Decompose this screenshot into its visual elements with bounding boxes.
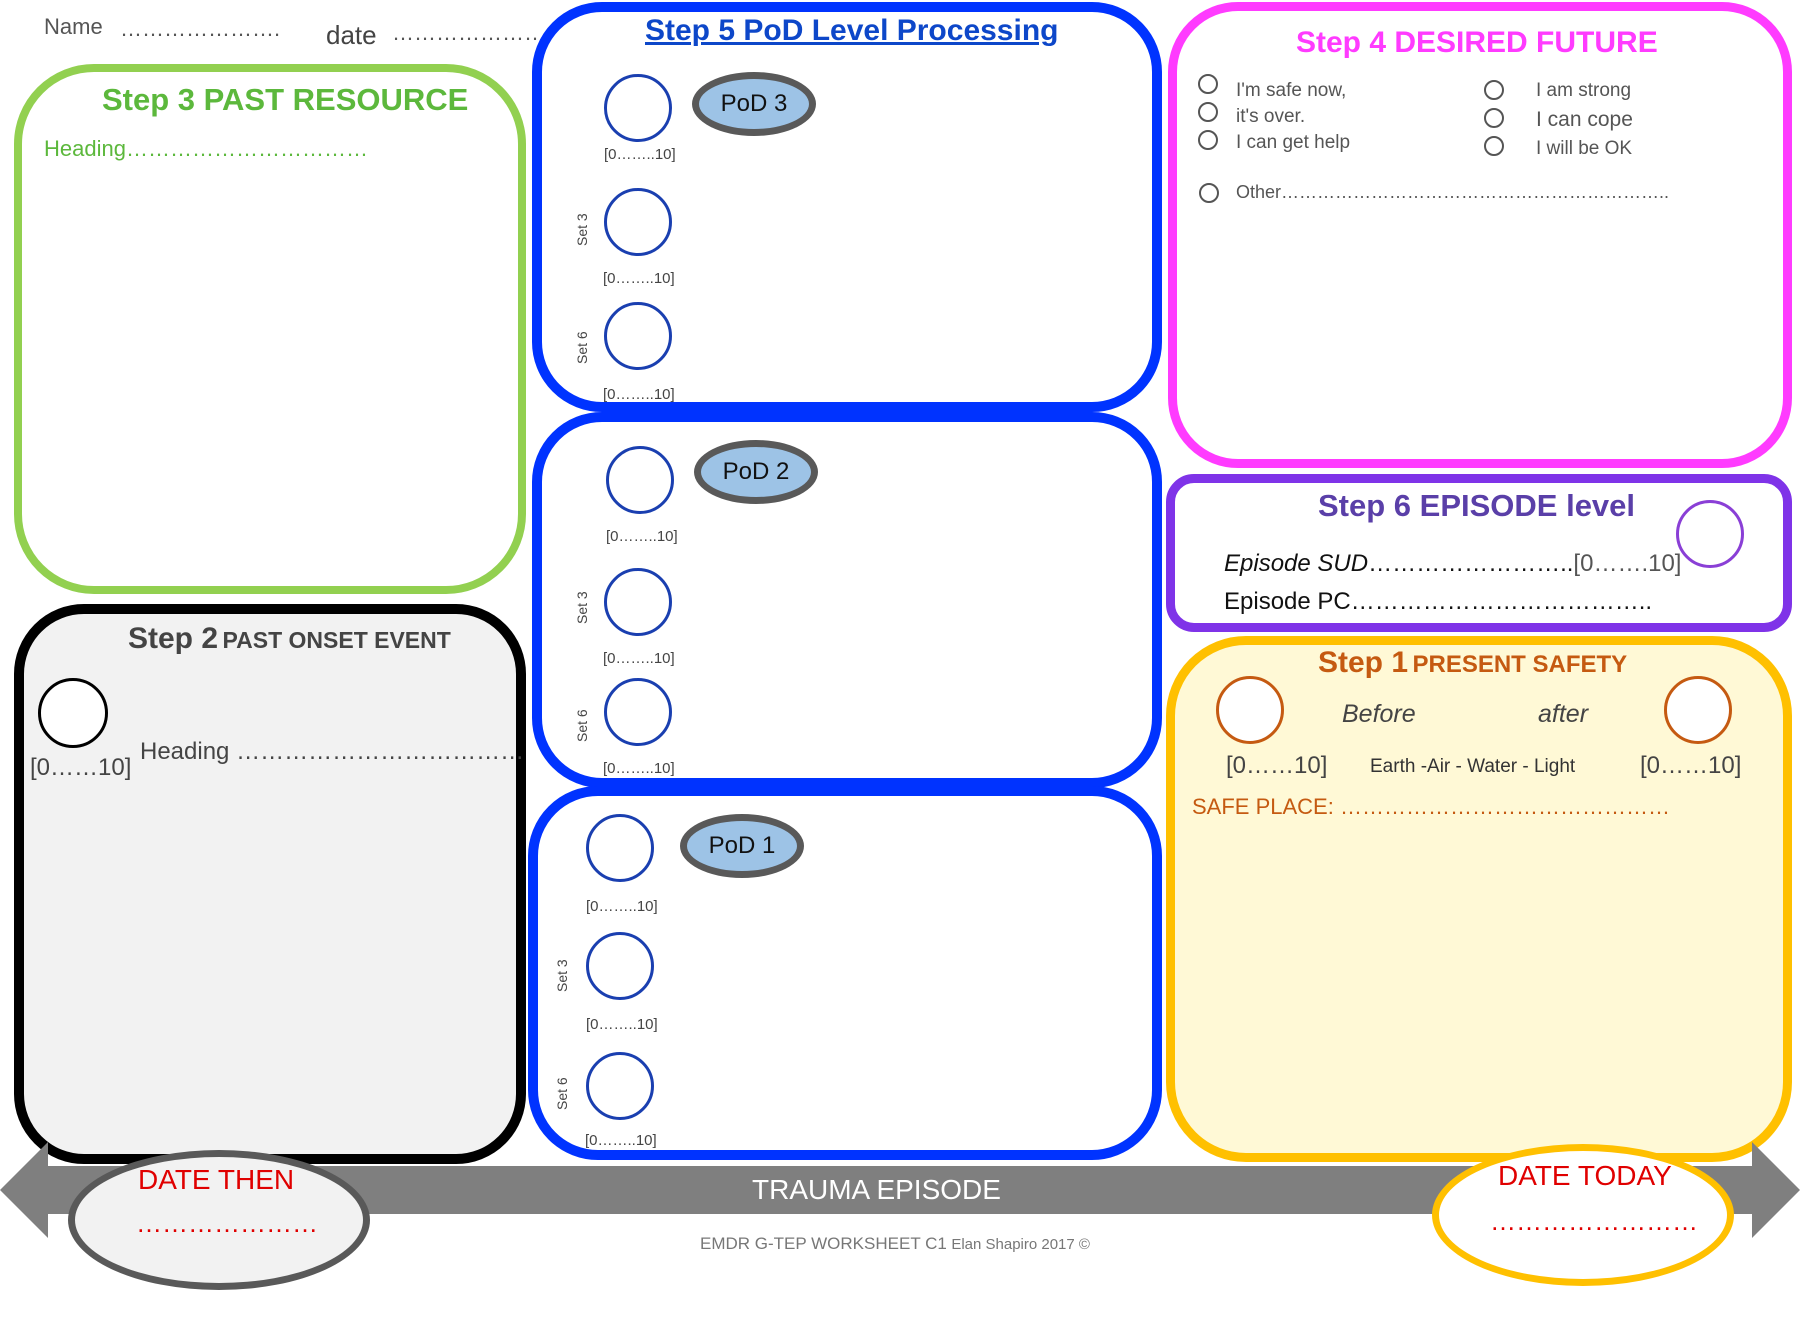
pod1-circle-2[interactable] — [586, 932, 654, 1000]
pod3-scale-2: [0……..10] — [603, 270, 675, 287]
date-field[interactable]: …………………... — [392, 20, 565, 45]
step2-title-small: PAST ONSET EVENT — [222, 627, 451, 653]
step2-title-big: Step 2 — [128, 622, 219, 655]
step6-sud-scale: [0…….10] — [1573, 550, 1682, 577]
step4-option-strong-label: I am strong — [1536, 80, 1632, 101]
step3-heading-field[interactable]: Heading…………………………… — [44, 136, 368, 161]
step6-sud-label: Episode SUD — [1224, 550, 1369, 577]
date-today-field[interactable]: …………………… — [1490, 1206, 1698, 1236]
pod3-scale-1: [0……..10] — [604, 146, 676, 163]
step1-title-big: Step 1 — [1318, 646, 1409, 679]
step4-option-cope-radio[interactable] — [1484, 108, 1504, 128]
step1-after-circle[interactable] — [1664, 676, 1732, 744]
pod3-circle-3[interactable] — [604, 302, 672, 370]
pod2-circle-2[interactable] — [604, 568, 672, 636]
pod2-circle-3[interactable] — [604, 678, 672, 746]
step3-panel — [14, 64, 526, 594]
date-then-label: DATE THEN — [138, 1164, 295, 1195]
step6-pc-label: Episode PC — [1224, 588, 1351, 615]
step2-sud-circle[interactable] — [38, 678, 108, 748]
step2-title: Step 2 PAST ONSET EVENT — [128, 622, 451, 656]
worksheet-credit-main: EMDR G-TEP WORKSHEET C1 — [700, 1234, 947, 1253]
step3-title: Step 3 PAST RESOURCE — [102, 82, 469, 117]
step1-before-circle[interactable] — [1216, 676, 1284, 744]
date-then-field[interactable]: ………………… — [136, 1208, 318, 1238]
step6-sud-field[interactable]: …………………….. — [1368, 550, 1574, 577]
step2-heading-field[interactable]: Heading ……………………………… — [140, 738, 525, 765]
step4-option-safe-line1: I'm safe now, — [1236, 80, 1347, 101]
date-today-ellipse — [1432, 1144, 1734, 1286]
pod3-scale-3: [0……..10] — [603, 386, 675, 403]
step6-pc-field[interactable]: ……………………………….. — [1350, 588, 1653, 615]
pod1-scale-2: [0……..10] — [586, 1016, 658, 1033]
step6-panel — [1166, 474, 1792, 632]
pod1-circle-3[interactable] — [586, 1052, 654, 1120]
pod3-set6-label: Set 6 — [574, 331, 590, 364]
step4-option-safe-line2: it's over. — [1236, 106, 1306, 127]
step4-option-help-label: I can get help — [1236, 132, 1351, 153]
worksheet-credit: EMDR G-TEP WORKSHEET C1 Elan Shapiro 201… — [700, 1234, 1090, 1254]
step4-title: Step 4 DESIRED FUTURE — [1296, 26, 1658, 59]
step4-other-field[interactable]: Other……………………………………………………….. — [1236, 182, 1670, 202]
pod1-scale-3: [0……..10] — [585, 1132, 657, 1149]
pod2-scale-1: [0……..10] — [606, 528, 678, 545]
step1-before-label: Before — [1342, 700, 1416, 728]
step1-elements-label: Earth -Air - Water - Light — [1370, 756, 1576, 777]
step6-sud-row: Episode SUD……………………..[0…….10] — [1224, 550, 1681, 578]
step1-title: Step 1 PRESENT SAFETY — [1318, 646, 1627, 680]
pod1-circle-1[interactable] — [586, 814, 654, 882]
step4-option-strong-radio[interactable] — [1484, 80, 1504, 100]
step4-option-cope-label: I can cope — [1536, 108, 1633, 131]
date-label: date — [326, 20, 377, 50]
pod2-badge: PoD 2 — [694, 440, 818, 504]
pod1-scale-1: [0……..10] — [586, 898, 658, 915]
date-today-label: DATE TODAY — [1498, 1160, 1672, 1191]
step4-option-over-radio[interactable] — [1198, 102, 1218, 122]
step2-scale: [0……10] — [30, 754, 132, 781]
pod2-set6-label: Set 6 — [574, 709, 590, 742]
name-label: Name — [44, 14, 103, 39]
date-then-ellipse — [68, 1150, 370, 1290]
step5-title-over: Step 5 PoD Level Processing — [643, 14, 1061, 48]
pod3-circle-2[interactable] — [604, 188, 672, 256]
step4-option-help-radio[interactable] — [1198, 130, 1218, 150]
step6-title: Step 6 EPISODE level — [1318, 488, 1636, 523]
pod1-set3-label: Set 3 — [554, 959, 570, 992]
trauma-episode-label: TRAUMA EPISODE — [752, 1174, 1001, 1205]
step1-after-label: after — [1538, 700, 1589, 728]
step1-safe-place-field[interactable]: SAFE PLACE: ……………………………………… — [1192, 794, 1670, 819]
step4-option-other-radio[interactable] — [1199, 183, 1219, 203]
step6-pc-row: Episode PC……………………………….. — [1224, 588, 1652, 616]
name-field[interactable]: …………………. — [120, 16, 281, 41]
step4-panel — [1168, 2, 1792, 468]
pod3-circle-1[interactable] — [604, 74, 672, 142]
arrow-shape — [0, 1142, 1800, 1238]
trauma-episode-arrow — [0, 1142, 1800, 1238]
step1-after-scale: [0……10] — [1640, 752, 1742, 779]
pod3-badge: PoD 3 — [692, 72, 816, 136]
pod2-scale-2: [0……..10] — [603, 650, 675, 667]
pod3-set3-label: Set 3 — [574, 213, 590, 246]
pod1-badge: PoD 1 — [680, 814, 804, 878]
step1-title-small: PRESENT SAFETY — [1412, 651, 1628, 678]
pod2-circle-1[interactable] — [606, 446, 674, 514]
step4-option-ok-label: I will be OK — [1536, 138, 1633, 159]
step1-before-scale: [0……10] — [1226, 752, 1328, 779]
worksheet-credit-small: Elan Shapiro 2017 © — [951, 1236, 1090, 1253]
pod2-set3-label: Set 3 — [574, 591, 590, 624]
step4-option-ok-radio[interactable] — [1484, 136, 1504, 156]
pod1-set6-label: Set 6 — [554, 1077, 570, 1110]
step4-option-safe-radio[interactable] — [1198, 74, 1218, 94]
step6-sud-circle[interactable] — [1676, 500, 1744, 568]
pod2-scale-3: [0……..10] — [603, 760, 675, 777]
